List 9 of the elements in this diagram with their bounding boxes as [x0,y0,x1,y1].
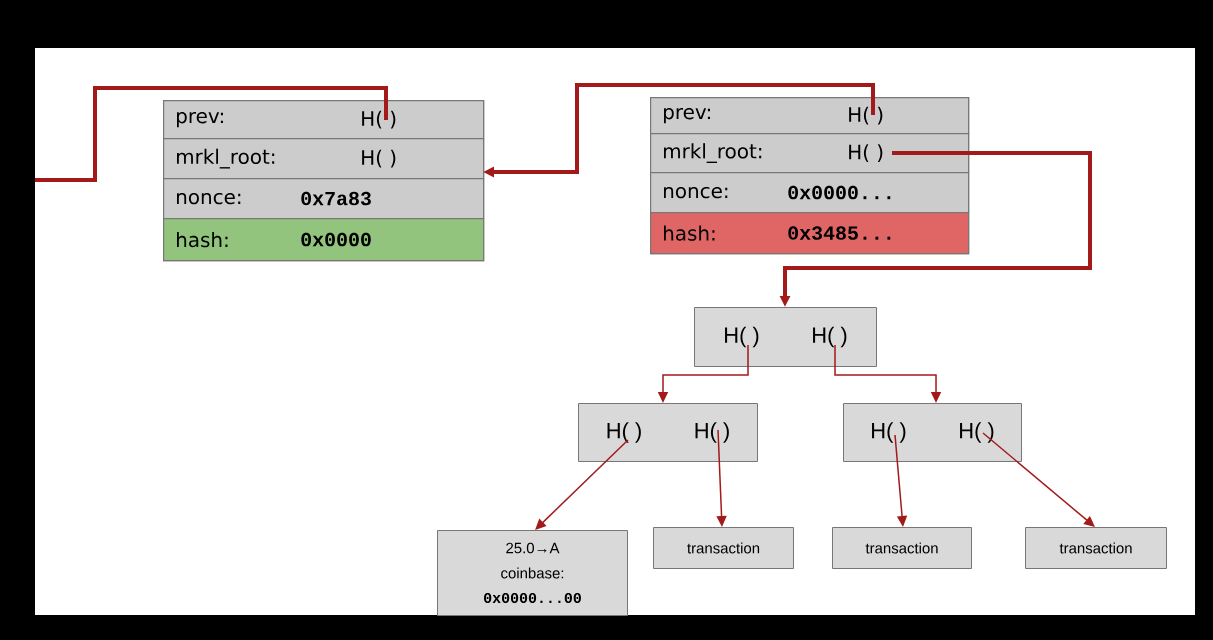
arrow [982,432,1095,527]
transaction-box: transaction [653,527,794,569]
arrow [535,439,629,530]
hash-box: H( ) H( ) [843,403,1022,462]
hash-box: H( ) H( ) [578,403,758,462]
transaction-box: transaction [1025,527,1167,569]
transaction-box: transaction [832,527,972,569]
hash-box: H( ) H( ) [694,307,877,367]
transaction-box: 25.0→A coinbase: 0x0000...00 [437,530,628,616]
